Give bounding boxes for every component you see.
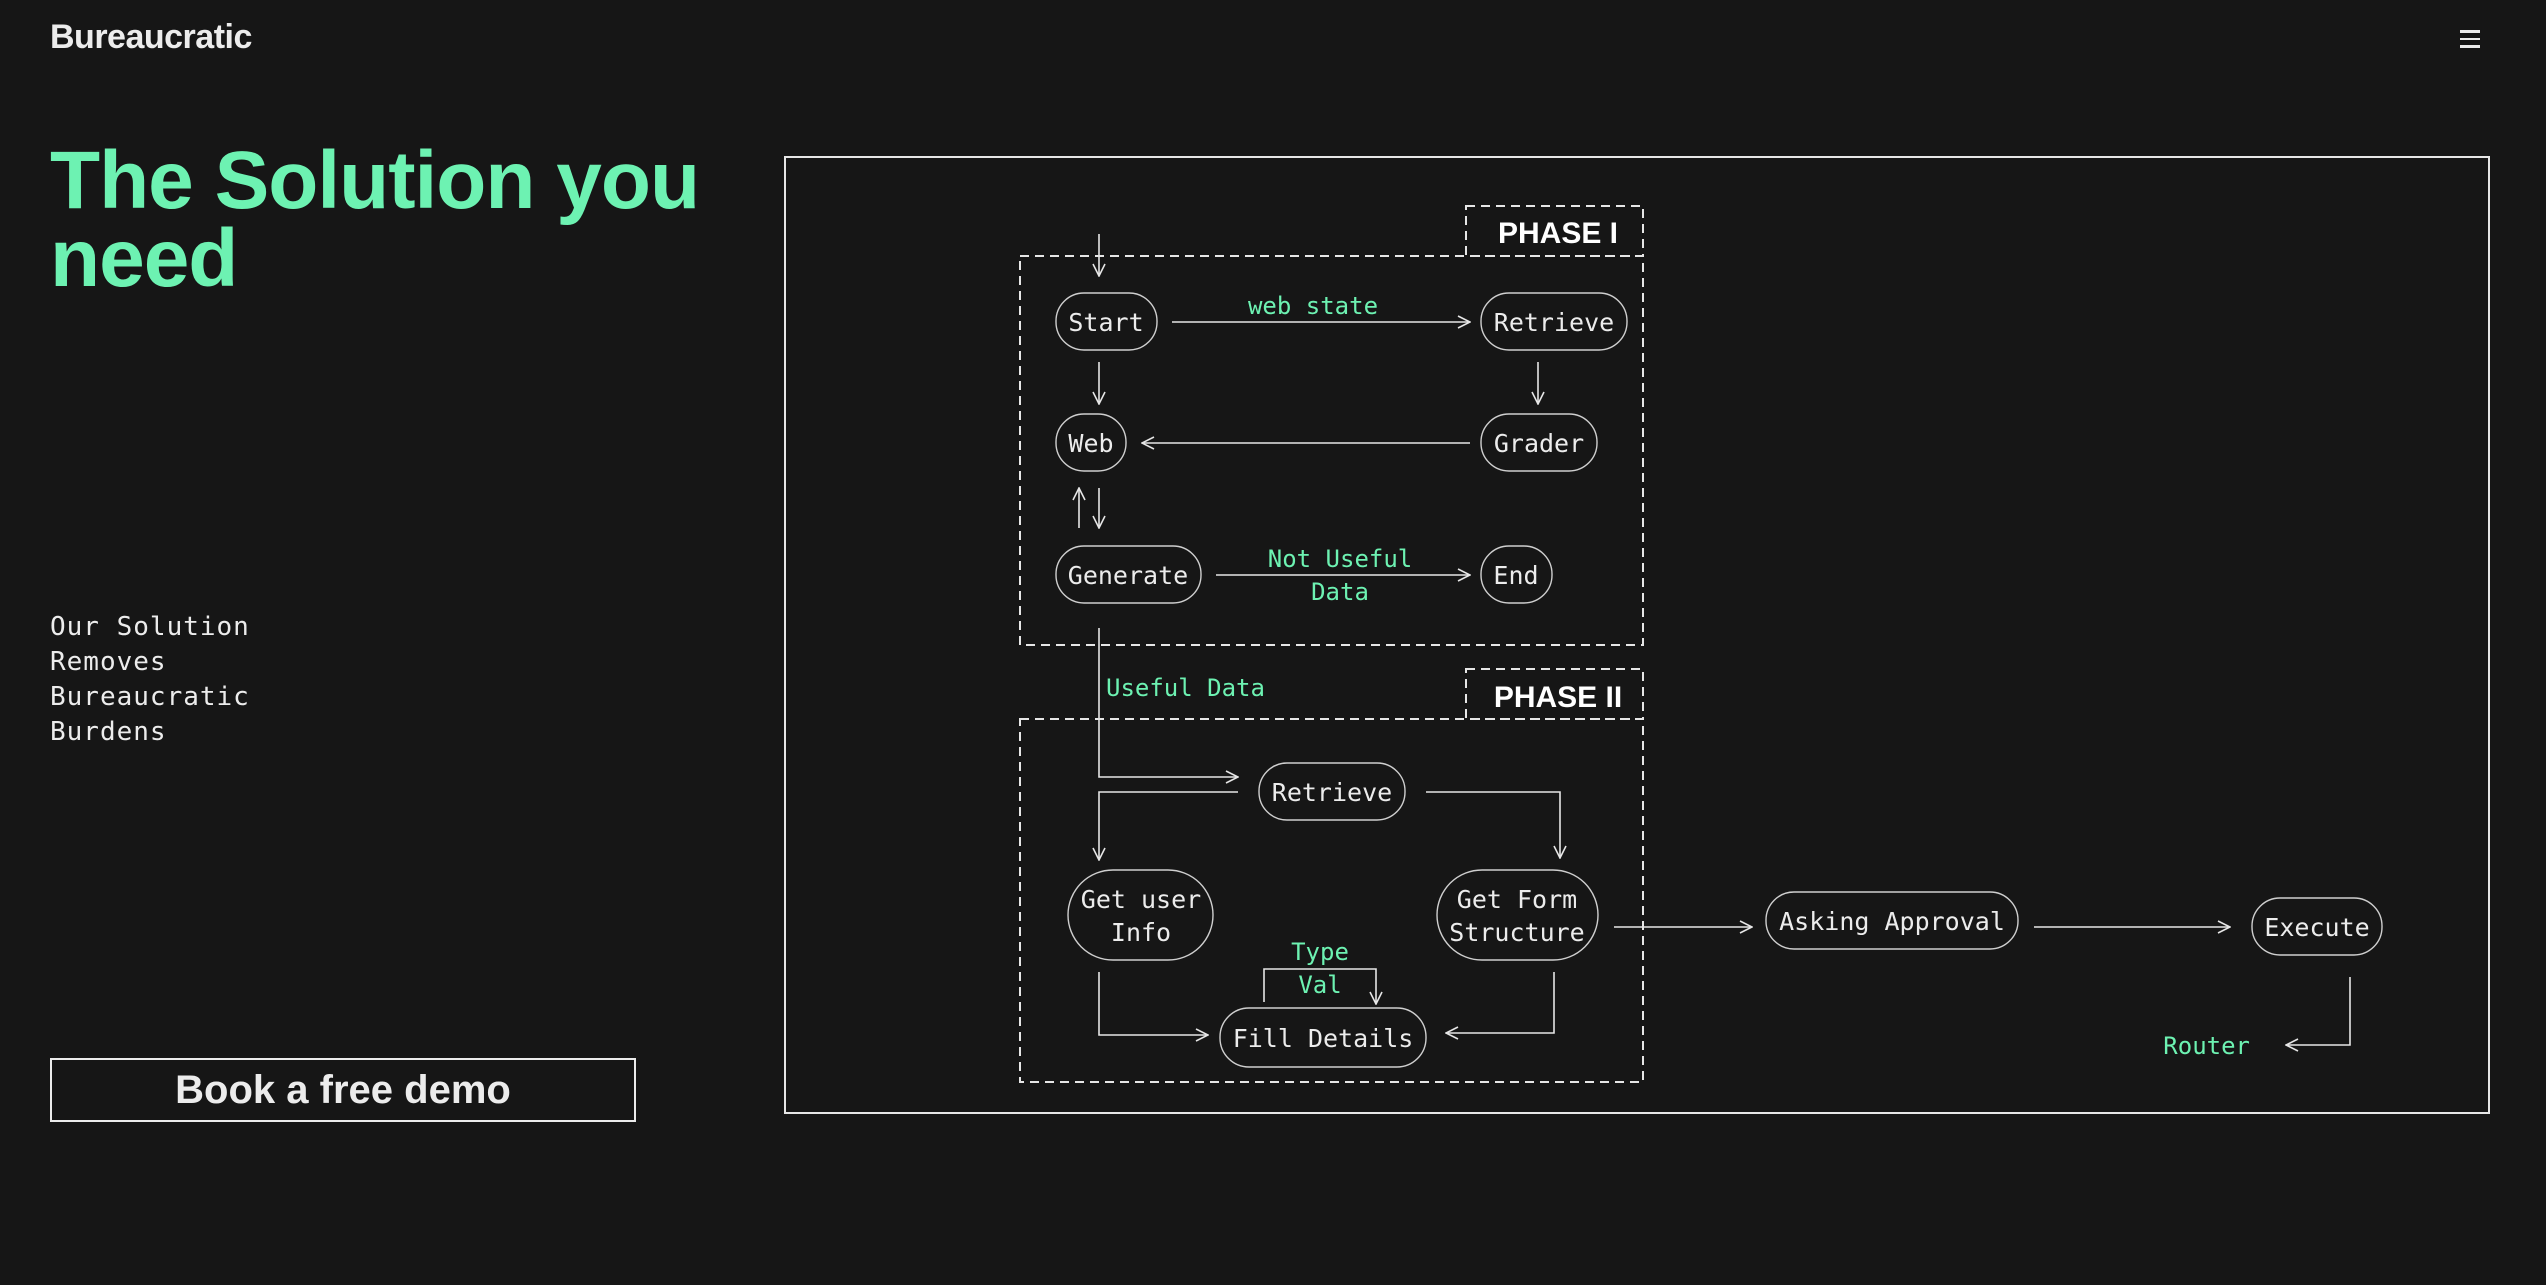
workflow-diagram: PHASE I PHASE II	[784, 156, 2490, 1114]
phase-2-label: PHASE II	[1494, 681, 1622, 714]
node-shapes	[1055, 292, 2383, 1068]
book-demo-button[interactable]: Book a free demo	[50, 1058, 636, 1122]
grader-label: Grader	[1494, 429, 1584, 458]
get-form-structure-node[interactable]	[1436, 869, 1599, 961]
get-user-info-node[interactable]	[1067, 869, 1214, 961]
start-node[interactable]	[1055, 292, 1158, 351]
phase-1-label: PHASE I	[1498, 217, 1618, 250]
tagline-line: Bureaucratic	[50, 682, 250, 712]
useful-data-arrow	[1098, 628, 1238, 777]
node-labels: Start Retrieve Web Grader Generate End R…	[1068, 308, 2370, 1053]
edges	[1079, 234, 2351, 1045]
brand-logo[interactable]: Bureaucratic	[50, 18, 252, 56]
end-node[interactable]	[1480, 545, 1553, 604]
retrieve-to-userinfo-arrow	[1099, 791, 1238, 860]
execute-to-router-arrow	[2286, 977, 2351, 1045]
val-label: Val	[1298, 971, 1341, 999]
asking-approval-label: Asking Approval	[1779, 907, 2005, 936]
asking-approval-node[interactable]	[1765, 891, 2019, 950]
tagline-line: Burdens	[50, 717, 167, 747]
get-user-info-label-line: Get user	[1081, 885, 1201, 914]
execute-label: Execute	[2264, 913, 2369, 942]
fill-details-label: Fill Details	[1233, 1024, 1414, 1053]
phase-2-tab	[1465, 668, 1644, 720]
retrieve-label: Retrieve	[1494, 308, 1614, 337]
start-label: Start	[1068, 308, 1143, 337]
get-user-info-label-line: Info	[1111, 918, 1171, 947]
not-useful-data-label-line: Not Useful	[1268, 545, 1413, 573]
phase-2-box	[1019, 718, 1644, 1083]
execute-node[interactable]	[2251, 897, 2383, 956]
type-label: Type	[1291, 938, 1349, 966]
tagline-line: Our Solution	[50, 612, 250, 642]
web-node[interactable]	[1055, 413, 1127, 472]
get-form-structure-label-line: Structure	[1449, 918, 1584, 947]
phase-1-box	[1019, 255, 1644, 646]
grader-node[interactable]	[1480, 413, 1598, 472]
end-label: End	[1493, 561, 1538, 590]
fill-details-node[interactable]	[1219, 1007, 1427, 1068]
phase-1-tab	[1465, 205, 1644, 257]
web-state-label: web state	[1248, 292, 1378, 320]
retrieve-node[interactable]	[1480, 292, 1628, 351]
retrieve-to-form-arrow	[1426, 791, 1560, 858]
useful-data-label: Useful Data	[1106, 674, 1265, 702]
web-label: Web	[1068, 429, 1113, 458]
retrieve-2-node[interactable]	[1258, 762, 1406, 821]
hero-title: The Solution you need	[50, 135, 700, 304]
tagline: Our Solution Removes Bureaucratic Burden…	[50, 610, 350, 750]
get-form-structure-label-line: Get Form	[1457, 885, 1577, 914]
phase-boxes	[1019, 205, 1644, 1083]
retrieve-2-label: Retrieve	[1272, 778, 1392, 807]
router-label: Router	[2163, 1032, 2250, 1060]
generate-node[interactable]	[1055, 545, 1202, 604]
hamburger-menu-icon[interactable]	[2460, 24, 2488, 54]
type-val-loop-arrow	[1263, 968, 1376, 1004]
generate-label: Generate	[1068, 561, 1188, 590]
not-useful-data-label-line: Data	[1311, 578, 1369, 606]
tagline-line: Removes	[50, 647, 167, 677]
form-to-fill-arrow	[1446, 972, 1555, 1033]
userinfo-to-fill-arrow	[1098, 972, 1208, 1035]
edge-labels: web state Not Useful Data Useful Data Ty…	[1106, 292, 2250, 1060]
